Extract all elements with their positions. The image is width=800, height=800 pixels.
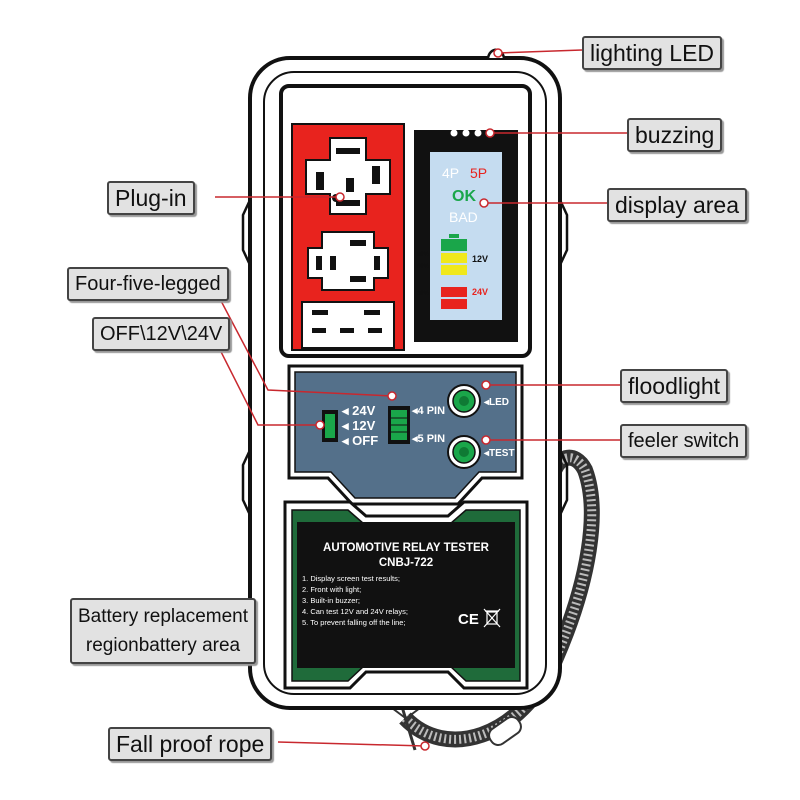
test-label: ◂TEST [483,448,515,459]
feature-item: 5. To prevent falling off the line; [302,618,406,627]
level-bar-80 [441,239,467,251]
callout-battery-area: Battery replacement regionbattery area [70,598,257,664]
feature-item: 1. Display screen test results; [302,574,400,583]
callout-feeler-switch: feeler switch [620,424,748,458]
buzzer-hole [462,129,470,137]
product-model: CNBJ-722 [379,557,433,569]
callout-battery-line2: regionbattery area [85,635,241,656]
callout-plug-in: Plug-in [107,181,195,215]
callout-voltage-switch: OFF\12V\24V [92,317,231,351]
callout-display-area: display area [607,188,748,222]
callout-fall-proof-rope: Fall proof rope [108,727,273,761]
level-bar-30b [441,299,467,309]
led-label: ◂LED [483,397,509,408]
switch-off-label: ◂ OFF [341,433,378,448]
label-30: 30% [417,291,430,297]
label-60: 60% [417,264,430,270]
product-title: AUTOMOTIVE RELAY TESTER [323,542,490,554]
callout-four-five-legged: Four-five-legged [67,267,229,301]
display-bad: BAD [449,209,478,225]
anchor-dots [247,48,503,751]
feature-item: 4. Can test 12V and 24V relays; [302,607,408,616]
battery-cover: AUTOMOTIVE RELAY TESTER CNBJ-722 1. Disp… [283,500,529,690]
buzzer-hole [474,129,482,137]
relay-socket-block [291,123,405,351]
level-bar-60b [441,265,467,275]
level-bar-60 [441,253,467,263]
display-unit: 4P 5P OK BAD 80% 60% 30% 12V 24V [414,129,518,342]
callout-battery-line1: Battery replacement [78,606,249,627]
weee-bin-icon [483,608,501,628]
feature-item: 3. Built-in buzzer; [302,596,360,605]
switch-24v-label: ◂ 24V [341,403,376,418]
display-5p: 5P [470,165,487,181]
callout-buzzing: buzzing [627,118,723,152]
display-12v: 12V [472,254,488,264]
pin-4-label: ◂4 PIN [411,405,445,417]
callout-lighting-led: lighting LED [582,36,723,70]
display-ok: OK [452,188,476,205]
label-80: 80% [417,252,430,258]
ce-mark: CE [458,611,479,628]
callout-floodlight: floodlight [620,369,729,403]
display-4p: 4P [442,165,459,181]
feature-item: 2. Front with light; [302,585,361,594]
switch-12v-label: ◂ 12V [341,418,376,433]
level-bar-30 [441,287,467,297]
display-24v: 24V [472,287,488,297]
buzzer-hole [450,129,458,137]
switch-panel: ◂ 24V ◂ 12V ◂ OFF ◂4 PIN ◂5 PIN ◂LED ◂TE… [287,364,524,506]
pin-5-label: ◂5 PIN [411,433,445,445]
